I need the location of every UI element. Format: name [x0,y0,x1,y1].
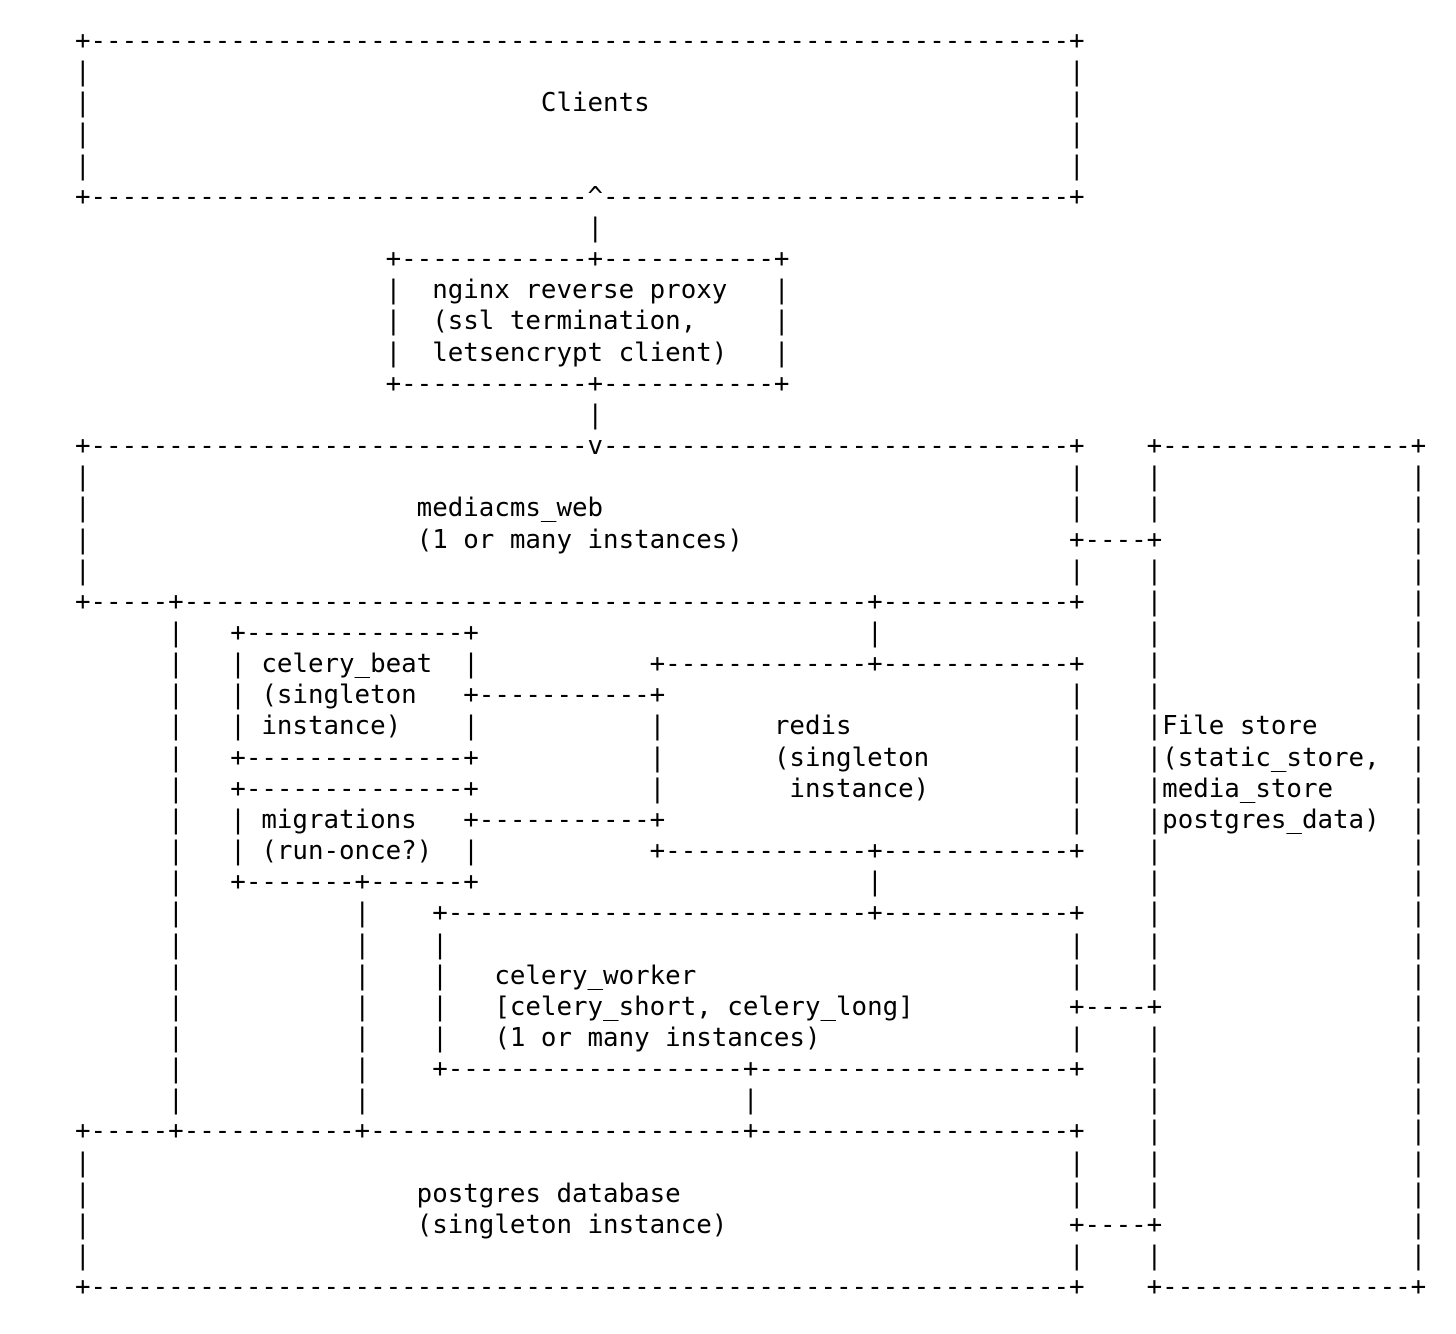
ascii-architecture-diagram: +---------------------------------------… [75,26,1427,1303]
